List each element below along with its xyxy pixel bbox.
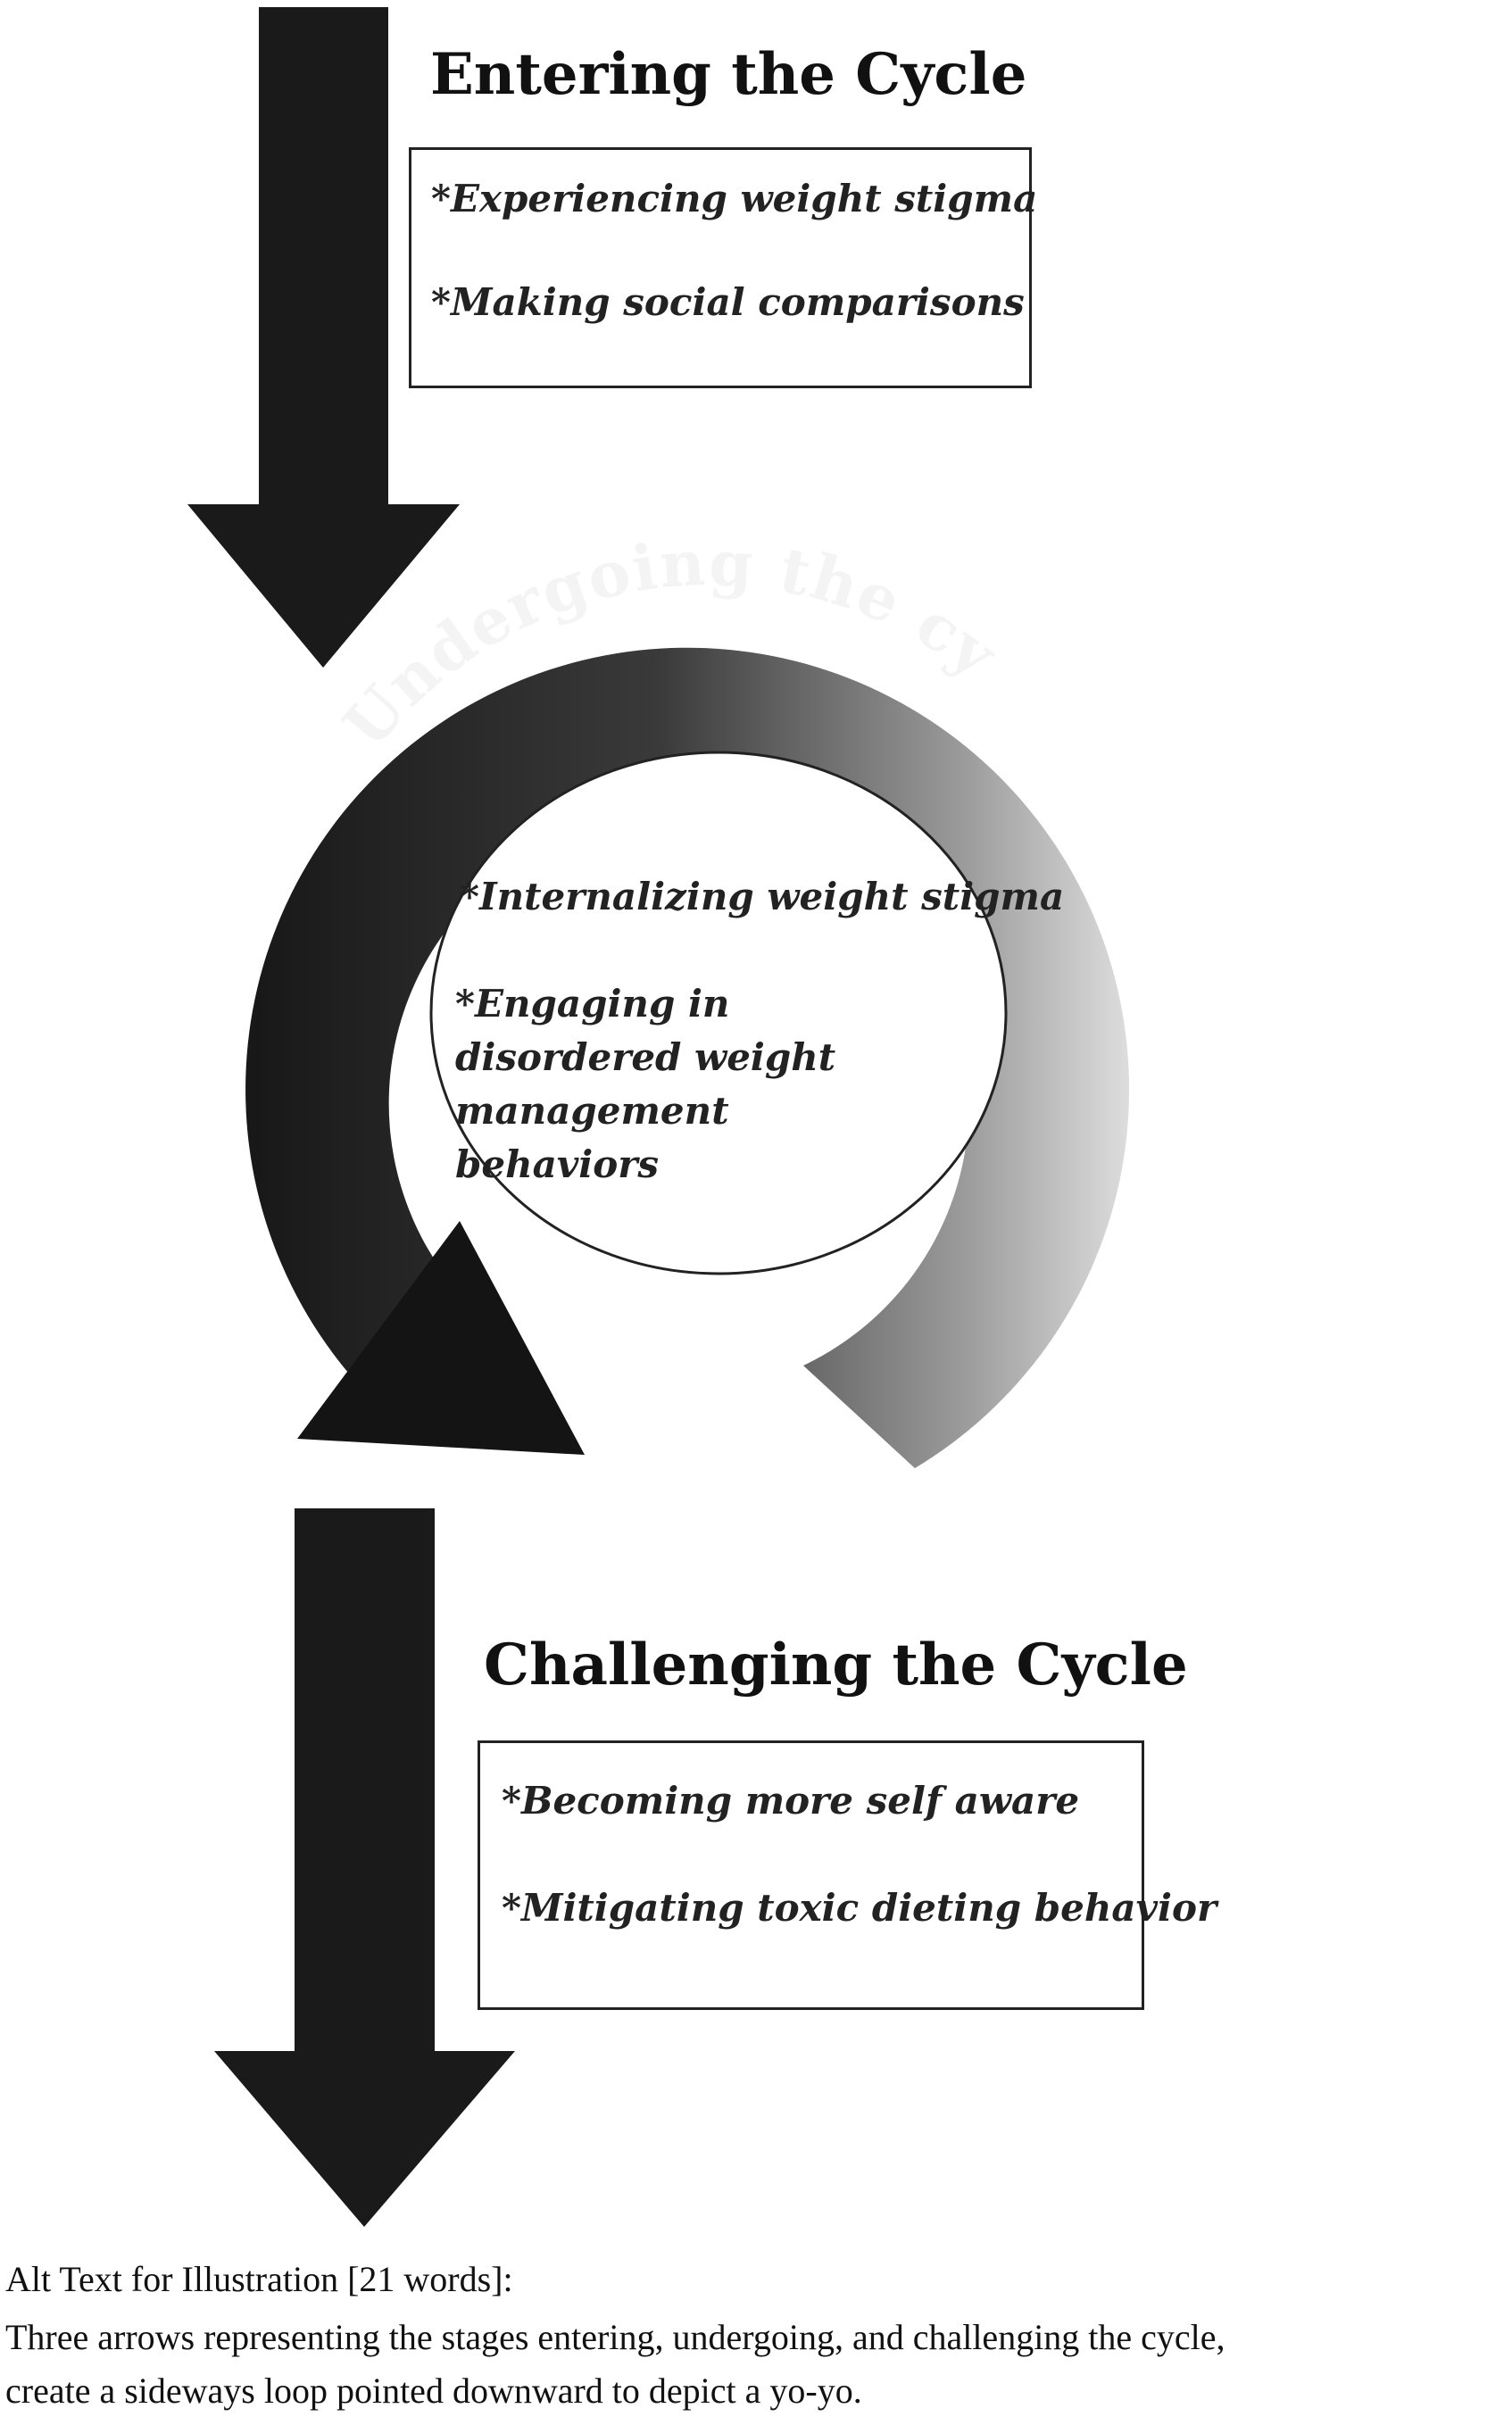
undergoing-item-2: *Engaging in disordered weight managemen…: [455, 982, 836, 1186]
challenging-heading: Challenging the Cycle: [484, 1632, 1188, 1698]
caption-title: Alt Text for Illustration [21 words]:: [5, 2259, 513, 2299]
caption-line-2: create a sideways loop pointed downward …: [5, 2371, 862, 2411]
undergoing-circle: [429, 751, 1008, 1275]
challenging-item-1: *Becoming more self aware: [502, 1779, 1080, 1823]
challenging-arrow: [214, 1508, 515, 2227]
challenging-box: *Becoming more self aware *Mitigating to…: [478, 1740, 1217, 2010]
entering-item-1: *Experiencing weight stigma: [431, 177, 1038, 220]
caption-line-1: Three arrows representing the stages ent…: [5, 2317, 1225, 2357]
cycle-arrowhead: [297, 1221, 585, 1455]
undergoing-item-1: *Internalizing weight stigma: [460, 875, 1065, 918]
entering-box: *Experiencing weight stigma *Making soci…: [409, 147, 1037, 388]
entering-arrow: [187, 7, 460, 668]
entering-item-2: *Making social comparisons: [431, 280, 1025, 324]
challenging-item-2: *Mitigating toxic dieting behavior: [502, 1886, 1217, 1930]
entering-heading: Entering the Cycle: [430, 41, 1027, 108]
